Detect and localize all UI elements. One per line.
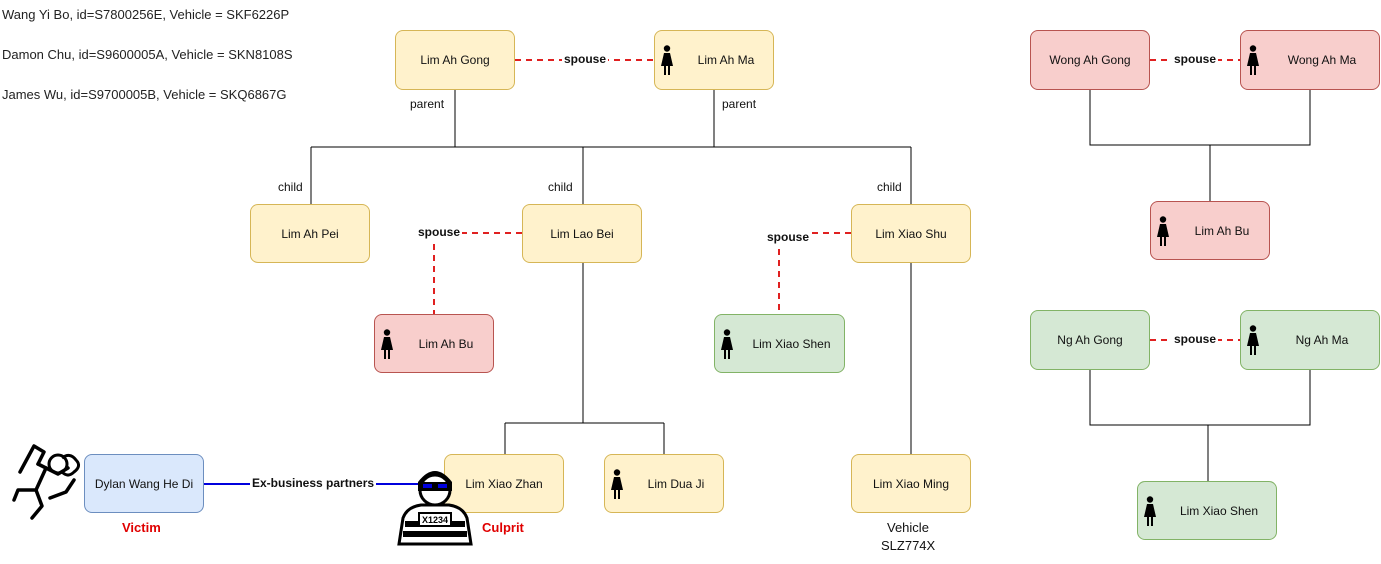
- node-label: Lim Ah Bu: [1194, 223, 1250, 238]
- vehicle-label: Vehicle: [887, 520, 929, 535]
- culprit-icon: X1234: [397, 471, 473, 546]
- vehicle-plate: SLZ774X: [881, 538, 936, 553]
- node-label: Lim Xiao Shen: [1179, 503, 1259, 518]
- parent-label-left: parent: [410, 97, 445, 111]
- prisoner-tag: X1234: [422, 515, 448, 525]
- node-label: Lim Ah Ma: [697, 53, 755, 67]
- note-james-wu: James Wu, id=S9700005B, Vehicle = SKQ686…: [2, 87, 287, 102]
- node-label: Lim Ah Gong: [420, 53, 490, 67]
- spouse-label-lim-elders: spouse: [562, 52, 609, 66]
- node-lim-ah-bu-right[interactable]: Lim Ah Bu: [1150, 201, 1270, 260]
- node-lim-xiao-shu[interactable]: Lim Xiao Shu: [851, 204, 971, 263]
- node-label: Lim Xiao Shen: [752, 336, 831, 351]
- woman-icon: [1157, 215, 1169, 246]
- node-lim-xiao-shen-right[interactable]: Lim Xiao Shen: [1137, 481, 1277, 540]
- spouse-label-xiao-shu: spouse: [765, 230, 812, 244]
- node-label: Lim Ah Bu: [418, 336, 474, 351]
- node-lim-xiao-ming[interactable]: Lim Xiao Ming: [851, 454, 971, 513]
- woman-icon: [1247, 45, 1259, 75]
- node-lim-lao-bei[interactable]: Lim Lao Bei: [522, 204, 642, 263]
- node-lim-ah-gong[interactable]: Lim Ah Gong: [395, 30, 515, 90]
- node-label: Lim Xiao Zhan: [465, 476, 543, 491]
- node-ng-ah-gong[interactable]: Ng Ah Gong: [1030, 310, 1150, 370]
- node-lim-dua-ji[interactable]: Lim Dua Ji: [604, 454, 724, 513]
- node-label: Lim Ah Pei: [281, 226, 339, 241]
- node-lim-ah-pei[interactable]: Lim Ah Pei: [250, 204, 370, 263]
- node-label: Lim Xiao Ming: [872, 476, 950, 491]
- node-label: Ng Ah Gong: [1057, 333, 1123, 347]
- node-label: Dylan Wang He Di: [94, 476, 194, 491]
- node-lim-xiao-shen-mid[interactable]: Lim Xiao Shen: [714, 314, 845, 373]
- woman-icon: [381, 328, 393, 359]
- victim-icon: [12, 444, 81, 520]
- child-label-xiao-shu: child: [877, 180, 902, 194]
- spouse-label-ng: spouse: [1172, 332, 1219, 346]
- child-label-ah-pei: child: [278, 180, 303, 194]
- node-lim-ah-ma[interactable]: Lim Ah Ma: [654, 30, 774, 90]
- node-label: Lim Dua Ji: [647, 476, 705, 491]
- node-lim-ah-bu-left[interactable]: Lim Ah Bu: [374, 314, 494, 373]
- node-lim-xiao-zhan[interactable]: Lim Xiao Zhan: [444, 454, 564, 513]
- woman-icon: [661, 45, 673, 75]
- node-dylan-wang-he-di[interactable]: Dylan Wang He Di: [84, 454, 204, 513]
- node-wong-ah-ma[interactable]: Wong Ah Ma: [1240, 30, 1380, 90]
- node-wong-ah-gong[interactable]: Wong Ah Gong: [1030, 30, 1150, 90]
- node-label: Wong Ah Ma: [1287, 53, 1357, 67]
- parent-label-right: parent: [722, 97, 757, 111]
- note-damon-chu: Damon Chu, id=S9600005A, Vehicle = SKN81…: [2, 47, 293, 62]
- woman-icon: [1144, 495, 1156, 526]
- spouse-label-lao-bei: spouse: [416, 225, 463, 239]
- node-ng-ah-ma[interactable]: Ng Ah Ma: [1240, 310, 1380, 370]
- node-label: Wong Ah Gong: [1049, 53, 1131, 67]
- woman-icon: [611, 468, 623, 499]
- node-label: Ng Ah Ma: [1295, 333, 1349, 347]
- spouse-label-wong: spouse: [1172, 52, 1219, 66]
- ex-business-partners-label: Ex-business partners: [250, 476, 377, 490]
- node-label: Lim Lao Bei: [550, 226, 614, 241]
- culprit-label: Culprit: [482, 520, 524, 535]
- woman-icon: [1247, 325, 1259, 355]
- node-label: Lim Xiao Shu: [875, 226, 947, 241]
- child-label-lao-bei: child: [548, 180, 573, 194]
- victim-label: Victim: [122, 520, 161, 535]
- note-wang-yi-bo: Wang Yi Bo, id=S7800256E, Vehicle = SKF6…: [2, 7, 290, 22]
- woman-icon: [721, 328, 733, 359]
